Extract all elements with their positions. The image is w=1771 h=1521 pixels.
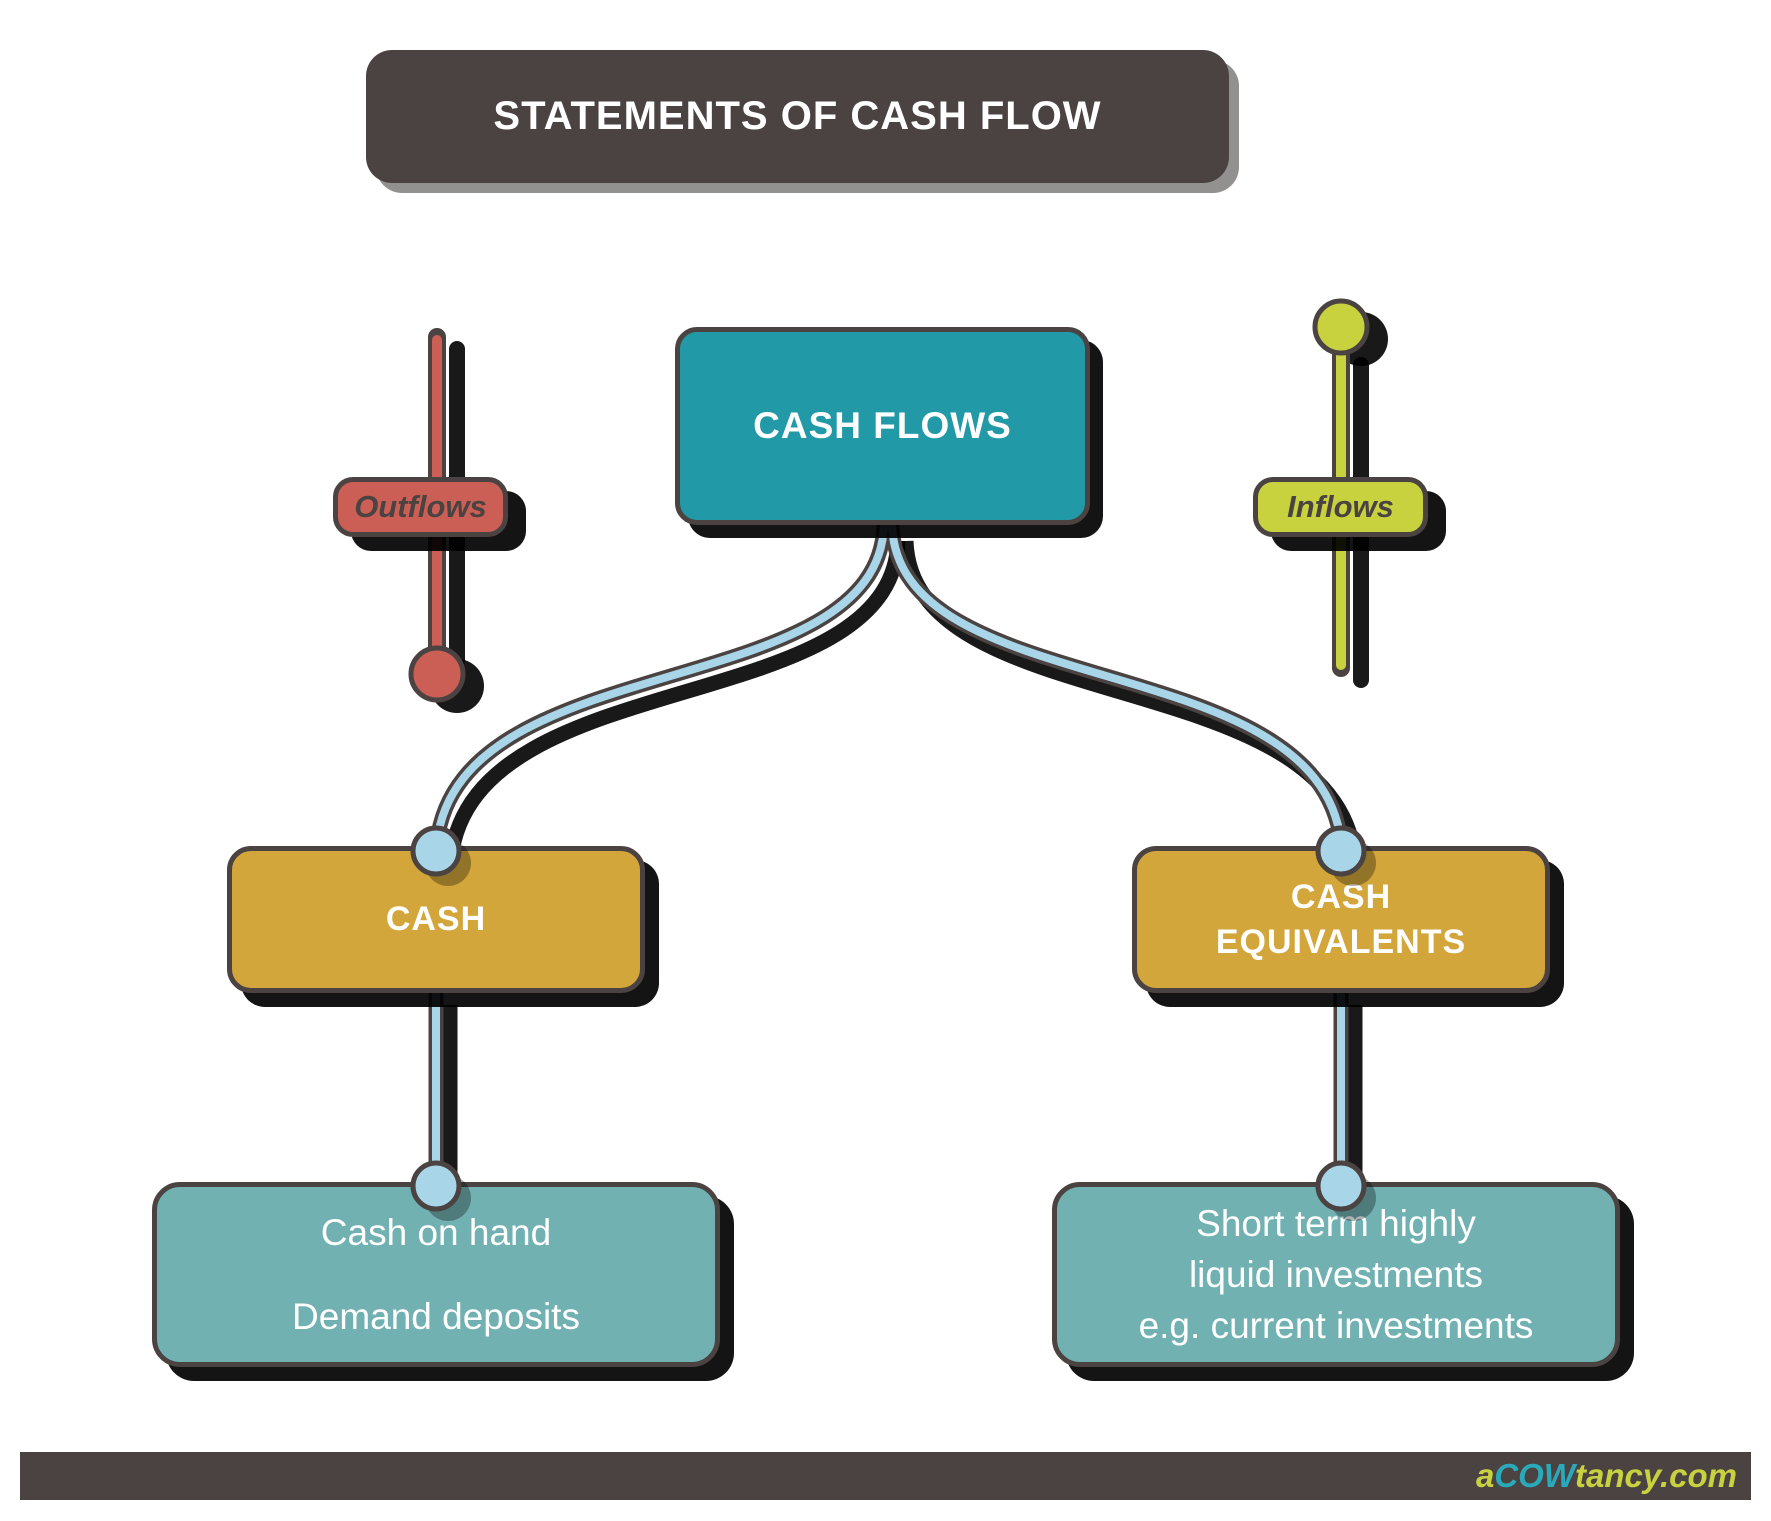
- outflows-pin-ball: [408, 645, 466, 703]
- cash-item-1: Cash on hand: [320, 1211, 552, 1253]
- cash-equivalent-item-line1: Short term highly: [1196, 1203, 1476, 1244]
- cash-flows-label: CASH FLOWS: [753, 405, 1012, 446]
- inflows-pill: Inflows: [1253, 477, 1428, 537]
- title-box: STATEMENTS OF CASH FLOW: [366, 50, 1229, 183]
- cash-equivalents-node: CASH EQUIVALENTS: [1132, 846, 1550, 993]
- cash-equivalent-item-line3: e.g. current investments: [1138, 1305, 1534, 1346]
- outflows-pill: Outflows: [333, 477, 508, 537]
- fork-right-outline: [884, 524, 1349, 843]
- cash-flows-node: CASH FLOWS: [675, 327, 1090, 525]
- inflows-label: Inflows: [1287, 489, 1394, 524]
- cash-node: CASH: [227, 846, 645, 993]
- acowtancy-logo: aCOWtancy.com: [1476, 1457, 1737, 1495]
- page-title: STATEMENTS OF CASH FLOW: [493, 94, 1102, 138]
- logo-suffix: tancy.com: [1574, 1457, 1737, 1494]
- cash-equivalents-label-line1: CASH: [1290, 877, 1392, 916]
- cash-item-2: Demand deposits: [292, 1295, 580, 1337]
- fork-left-outline: [429, 524, 892, 843]
- logo-prefix: a: [1475, 1457, 1495, 1494]
- cash-items-node: Cash on hand Demand deposits: [152, 1182, 720, 1367]
- cash-equivalent-items-node: Short term highly liquid investments e.g…: [1052, 1182, 1620, 1367]
- footer-bar: aCOWtancy.com: [20, 1452, 1751, 1500]
- logo-cow: COW: [1494, 1457, 1575, 1494]
- cash-equivalent-item-line2: liquid investments: [1188, 1254, 1484, 1295]
- cash-label: CASH: [385, 900, 487, 938]
- fork-right-connector: [888, 521, 1345, 846]
- outflows-label: Outflows: [354, 489, 487, 524]
- stem-shadows: [442, 1005, 1363, 1190]
- inflows-pin-ball: [1312, 298, 1370, 356]
- cash-equivalents-label-line2: EQUIVALENTS: [1215, 922, 1467, 961]
- fork-left-connector: [433, 521, 888, 846]
